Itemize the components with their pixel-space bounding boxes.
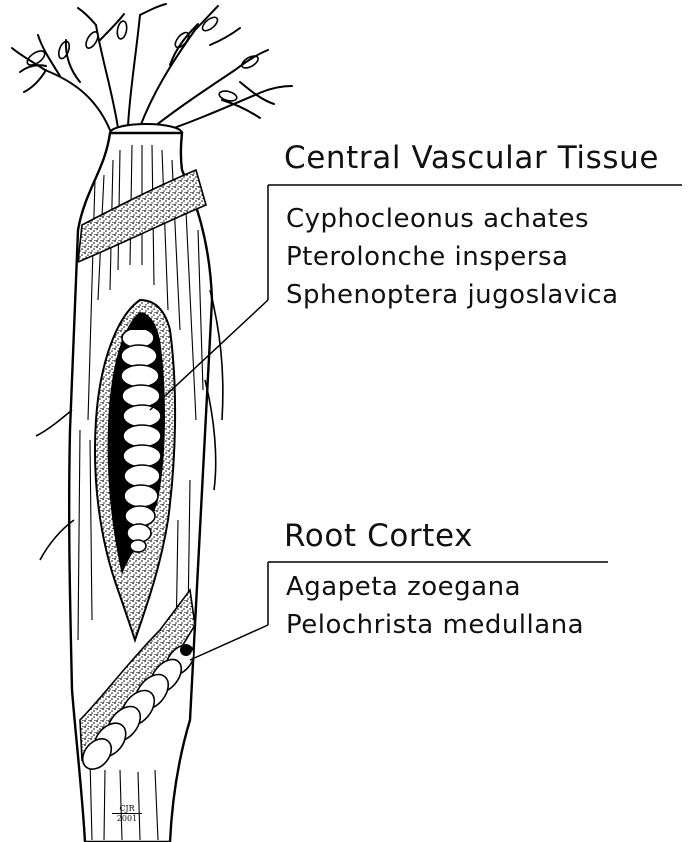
central-larva <box>121 328 161 552</box>
cortex-species-1: Agapeta zoegana <box>286 568 521 606</box>
artist-signature: CJR 2001 <box>112 804 142 823</box>
central-species-2: Pterolonche inspersa <box>286 238 568 276</box>
central-species-3: Sphenoptera jugoslavica <box>286 276 619 314</box>
artist-initials: CJR <box>112 804 142 814</box>
central-vascular-tissue-heading: Central Vascular Tissue <box>284 140 659 176</box>
central-species-1: Cyphocleonus achates <box>286 200 589 238</box>
signature-year: 2001 <box>112 814 142 823</box>
shoot-branches <box>12 4 292 134</box>
cortex-species-2: Pelochrista medullana <box>286 606 584 644</box>
cortex-larva-head <box>180 644 192 656</box>
small-leaves <box>25 15 260 103</box>
root-cortex-heading: Root Cortex <box>284 518 473 554</box>
